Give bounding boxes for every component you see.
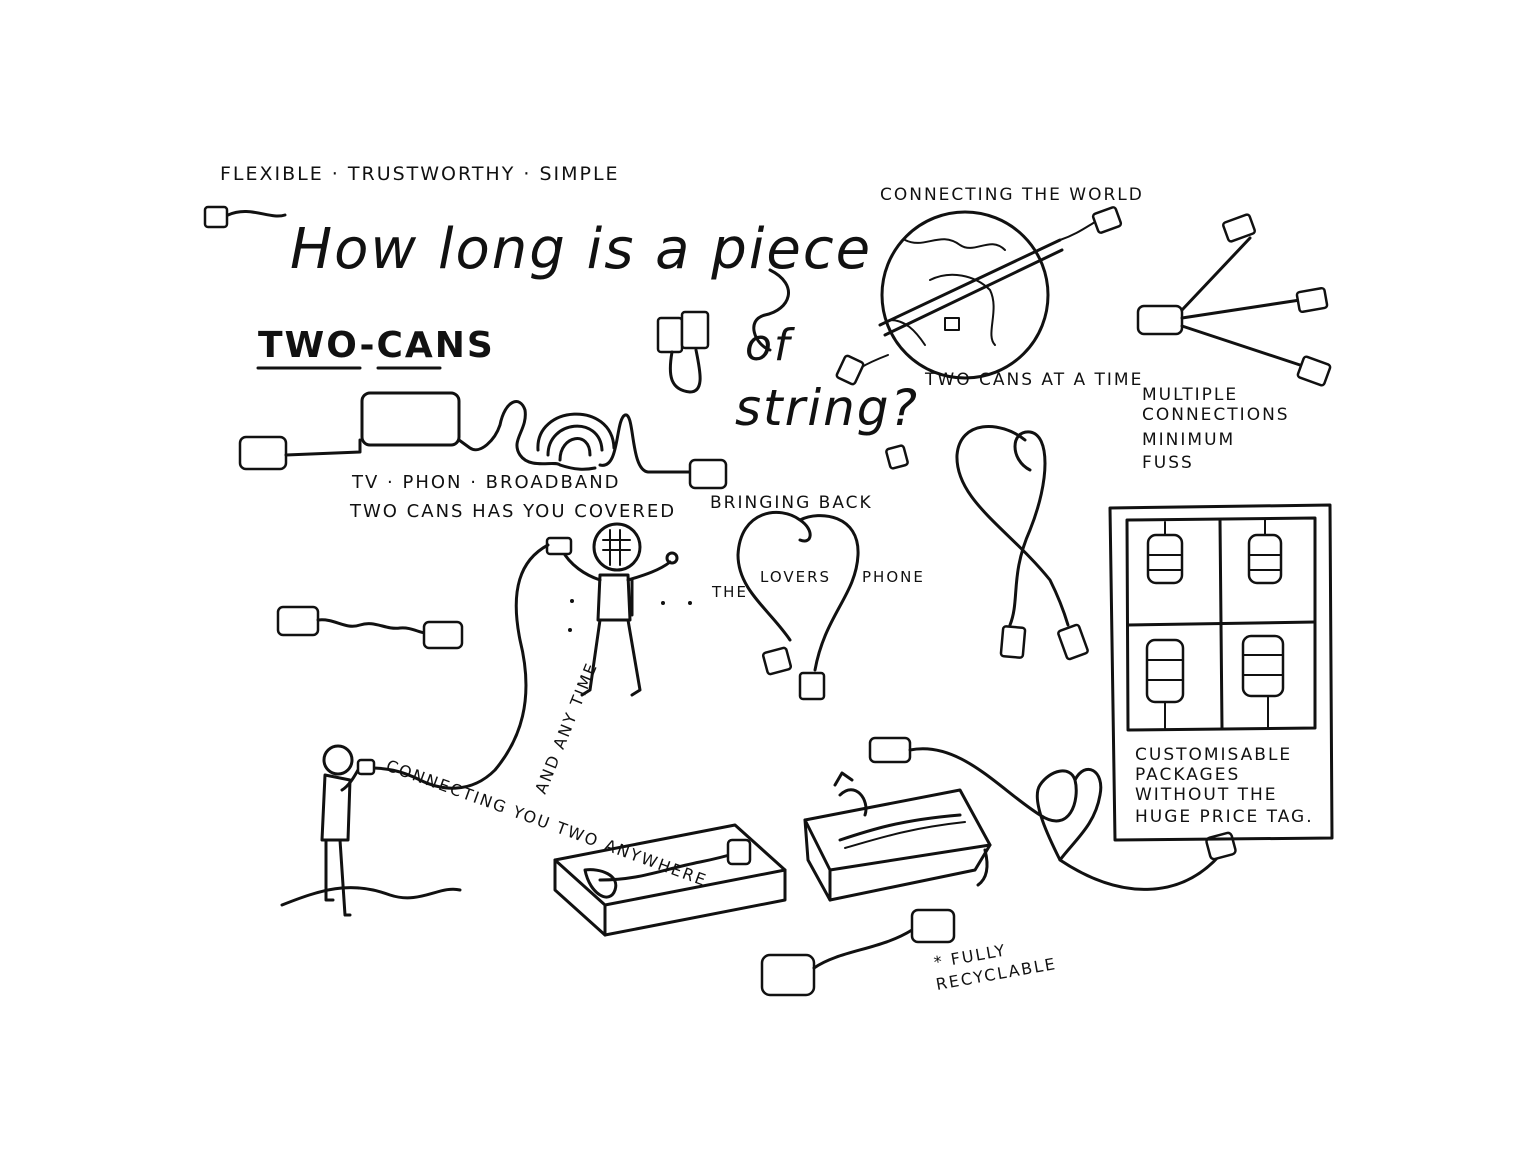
globe-right-can-icon <box>1091 206 1123 234</box>
headline-line-1: How long is a piece <box>290 217 872 282</box>
heart-can-icon <box>999 625 1027 659</box>
package-can-icon <box>1241 634 1285 729</box>
multiple-line-1: MULTIPLE <box>1142 385 1238 405</box>
open-package-illustration <box>803 771 992 902</box>
globe-top-text: CONNECTING THE WORLD <box>880 185 1144 205</box>
two-cans-standing-icon <box>656 310 710 394</box>
package-can-icon <box>1247 519 1283 585</box>
package-box-illustration <box>553 823 787 937</box>
packages-line-4: HUGE PRICE TAG. <box>1135 807 1314 827</box>
lovers-word-3: PHONE <box>862 568 925 586</box>
packages-line-2: PACKAGES <box>1135 765 1240 785</box>
bringing-back-text: BRINGING BACK <box>710 493 873 513</box>
multiple-line-4: FUSS <box>1142 453 1194 473</box>
package-can-icon <box>1145 638 1185 729</box>
anywhere-text-2: AND ANY TIME <box>531 659 601 796</box>
headline-end-can-icon <box>885 444 909 470</box>
package-can-icon <box>1146 521 1184 585</box>
wifi-icon <box>536 412 692 474</box>
dotted-trail <box>568 599 692 632</box>
multiple-line-3: MINIMUM <box>1142 430 1235 450</box>
connecting-string <box>368 543 550 790</box>
tv-icon <box>360 391 461 447</box>
brand-name: TWO-CANS <box>258 325 495 366</box>
covered-text: TWO CANS HAS YOU COVERED <box>349 501 676 522</box>
packages-line-1: CUSTOMISABLE <box>1135 745 1292 765</box>
packages-line-3: WITHOUT THE <box>1135 785 1278 805</box>
heart-can-icon <box>1057 623 1089 661</box>
heart-string-illustration <box>955 425 1089 661</box>
left-can-icon <box>238 435 288 471</box>
small-can-pair-illustration <box>276 605 464 650</box>
globe-illustration <box>835 206 1123 386</box>
globe-bottom-text: TWO CANS AT A TIME <box>924 370 1143 390</box>
headline-line-2: of <box>745 320 796 371</box>
headline-line-3: string? <box>735 379 919 437</box>
globe-left-can-icon <box>835 354 865 386</box>
services-illustration <box>238 391 728 490</box>
floating-person-illustration <box>545 522 679 697</box>
standing-person-illustration <box>280 744 462 917</box>
floating-can-icon <box>545 536 573 556</box>
heart-loop-can-icon <box>1205 831 1237 861</box>
brand-logo: TWO-CANS <box>256 325 495 370</box>
headline-string-loop <box>752 268 790 352</box>
headline-string <box>226 210 287 218</box>
headline-can-icon <box>203 205 229 229</box>
lovers-word-2: LOVERS <box>760 568 831 586</box>
lovers-can-icon <box>761 646 793 676</box>
recyclable-cans-illustration <box>760 908 956 997</box>
multiple-line-2: CONNECTIONS <box>1142 405 1290 425</box>
connection-can-icon <box>1296 355 1332 387</box>
right-can-icon <box>688 458 728 490</box>
packages-board-illustration <box>1108 503 1334 842</box>
lovers-can-icon <box>798 671 826 701</box>
connection-can-icon <box>1295 286 1329 314</box>
connection-can-icon <box>1222 213 1256 243</box>
lovers-word-1: THE <box>711 583 748 601</box>
multiple-connections-illustration <box>1136 213 1332 387</box>
services-text: TV · PHON · BROADBAND <box>351 472 621 493</box>
standing-can-icon <box>356 758 376 776</box>
tagline: FLEXIBLE · TRUSTWORTHY · SIMPLE <box>220 163 620 185</box>
lovers-heart-illustration <box>736 511 860 701</box>
